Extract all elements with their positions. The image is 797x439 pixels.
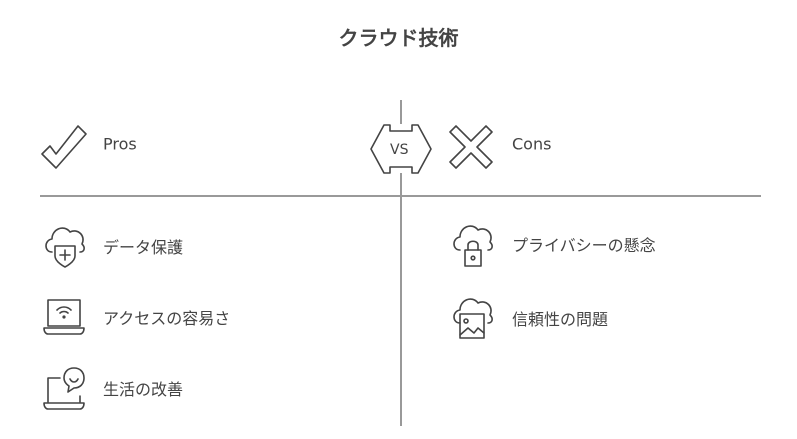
- laptop-smile-icon: [43, 367, 85, 410]
- pros-item: アクセスの容易さ: [103, 309, 231, 328]
- cloud-image-icon: [453, 298, 493, 339]
- pros-item: データ保護: [103, 238, 184, 257]
- cross-icon: [449, 125, 493, 169]
- pros-label: Pros: [103, 134, 137, 154]
- cons-item: プライバシーの懸念: [512, 236, 656, 255]
- horizontal-divider: [40, 195, 761, 197]
- checkmark-icon: [41, 125, 87, 169]
- vs-icon: [370, 124, 432, 174]
- page-title: クラウド技術: [338, 26, 459, 50]
- pros-item: 生活の改善: [103, 380, 184, 399]
- vertical-divider-bottom: [400, 173, 402, 426]
- vs-label: VS: [390, 142, 409, 158]
- cons-item: 信頼性の問題: [512, 310, 609, 329]
- vertical-divider-top: [400, 100, 402, 124]
- cloud-shield-icon: [45, 227, 85, 268]
- cons-label: Cons: [512, 134, 552, 154]
- laptop-wifi-icon: [43, 299, 85, 335]
- cloud-lock-icon: [453, 225, 493, 267]
